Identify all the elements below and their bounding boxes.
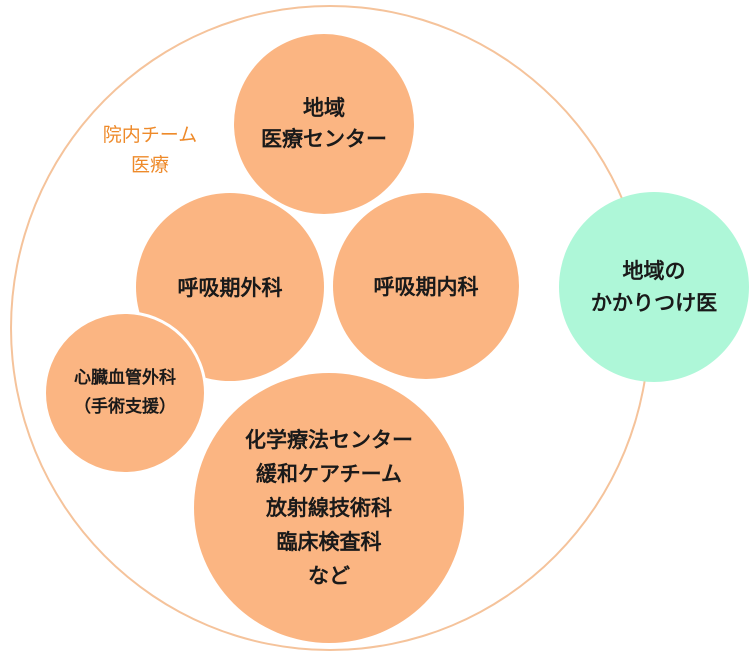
family-doctor-circle: 地域の かかりつけ医	[559, 192, 749, 382]
team-medicine-label: 院内チーム 医療	[102, 124, 198, 176]
family-doctor-label: 地域の かかりつけ医	[590, 259, 718, 315]
cardiovascular-surgery-label: 心臓血管外科 （手術支援）	[74, 368, 176, 417]
respiratory-medicine-circle: 呼吸期内科	[333, 193, 519, 379]
community-medical-center-label: 地域 医療センター	[261, 96, 387, 151]
cardiovascular-surgery-circle: 心臓血管外科 （手術支援）	[43, 311, 207, 475]
support-teams-label: 化学療法センター 緩和ケアチーム 放射線技術科 臨床検査科 など	[245, 428, 413, 588]
support-teams-circle: 化学療法センター 緩和ケアチーム 放射線技術科 臨床検査科 など	[194, 373, 464, 643]
respiratory-medicine-label: 呼吸期内科	[373, 275, 479, 299]
respiratory-surgery-label: 呼吸期外科	[177, 276, 283, 300]
community-medical-center-circle: 地域 医療センター	[234, 34, 414, 214]
